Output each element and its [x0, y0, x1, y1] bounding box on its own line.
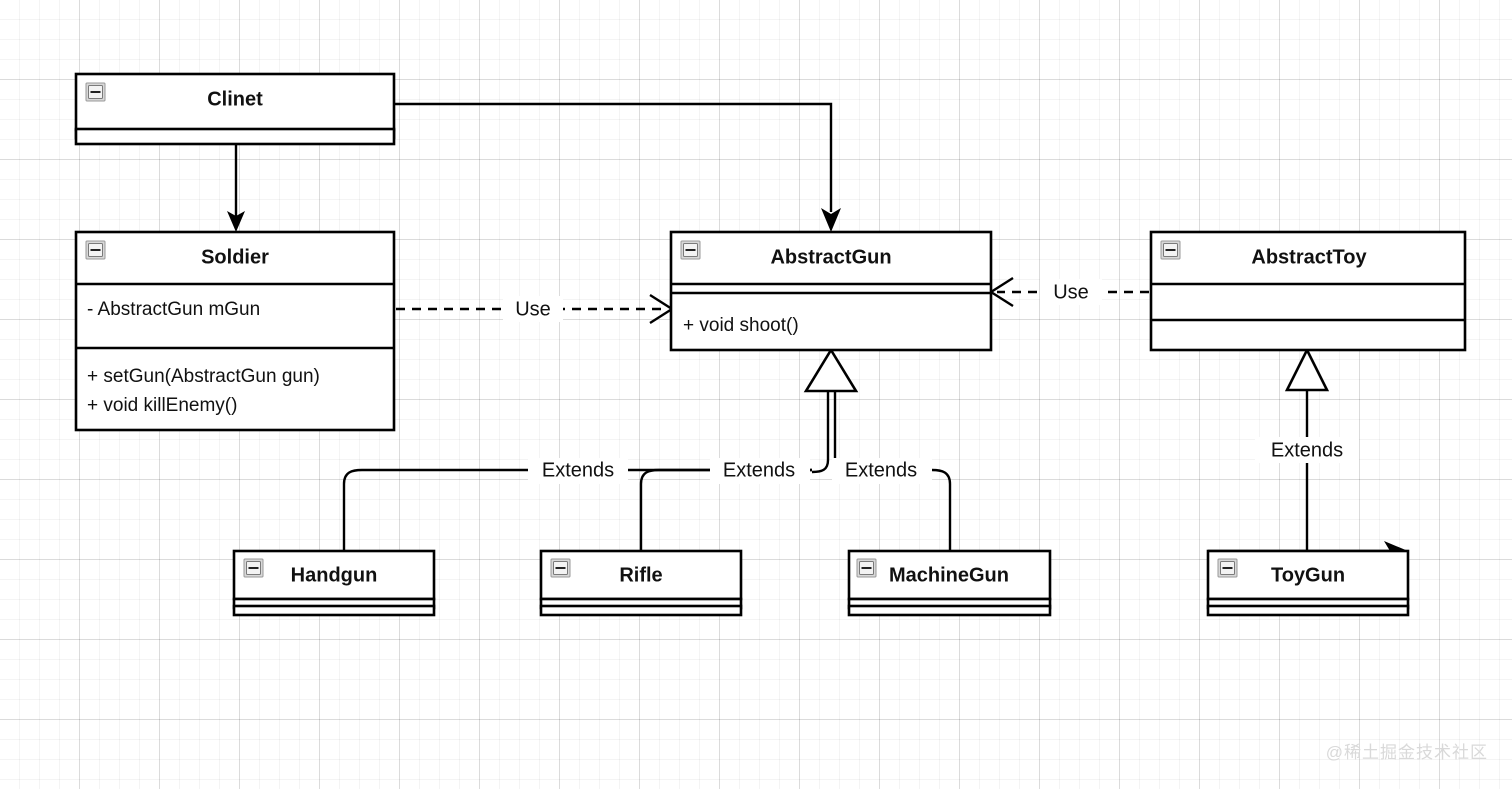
relation-toygun-extends-abstracttoy[interactable]: Extends — [1208, 347, 1408, 561]
class-name-machinegun: MachineGun — [889, 564, 1009, 586]
class-box-soldier-frame — [74, 230, 396, 432]
class-box-toygun-compartment-2 — [1206, 604, 1410, 617]
class-method-soldier-1: + void killEnemy() — [87, 395, 237, 416]
class-box-handgun-compartment-2 — [232, 604, 436, 617]
collapse-minus-icon[interactable] — [85, 240, 106, 260]
relation-label-use-left: Use — [515, 298, 551, 320]
collapse-minus-icon[interactable] — [550, 558, 571, 578]
class-box-rifle-compartment-2 — [539, 604, 743, 617]
class-box-abstracttoy-frame — [1149, 230, 1467, 352]
class-method-soldier-0: + setGun(AbstractGun gun) — [87, 366, 320, 387]
class-box-toygun[interactable]: ToyGun — [1206, 549, 1410, 617]
relation-clinet-abstractgun[interactable] — [394, 102, 841, 232]
class-box-handgun[interactable]: Handgun — [232, 549, 436, 617]
collapse-minus-icon[interactable] — [243, 558, 264, 578]
collapse-minus-icon[interactable] — [680, 240, 701, 260]
class-box-abstractgun[interactable]: AbstractGun + void shoot() — [669, 230, 993, 352]
class-box-handgun-frame — [232, 549, 436, 601]
collapse-minus-icon[interactable] — [85, 82, 106, 102]
class-method-abstractgun-0: + void shoot() — [683, 315, 799, 336]
relation-label-extends-machinegun: Extends — [845, 459, 917, 481]
class-name-rifle: Rifle — [619, 564, 662, 586]
class-box-clinet-compartment-2 — [74, 127, 396, 146]
relation-soldier-use-abstractgun[interactable]: Use — [396, 293, 675, 325]
class-box-machinegun[interactable]: MachineGun — [847, 549, 1052, 617]
class-box-toygun-frame — [1206, 549, 1410, 601]
class-box-soldier[interactable]: Soldier - AbstractGun mGun + setGun(Abst… — [74, 230, 396, 432]
class-box-machinegun-compartment-2 — [847, 604, 1052, 617]
class-name-abstractgun: AbstractGun — [770, 246, 891, 268]
class-box-abstracttoy[interactable]: AbstractToy — [1149, 230, 1467, 352]
class-name-handgun: Handgun — [291, 564, 378, 586]
relation-label-extends-toygun: Extends — [1271, 439, 1343, 461]
class-box-clinet[interactable]: Clinet — [74, 72, 396, 146]
class-box-rifle[interactable]: Rifle — [539, 549, 743, 617]
watermark: @稀土掘金技术社区 — [1325, 743, 1488, 762]
collapse-minus-icon[interactable] — [856, 558, 877, 578]
relation-clinet-soldier[interactable] — [227, 138, 245, 232]
class-box-rifle-frame — [539, 549, 743, 601]
class-box-clinet-frame — [74, 72, 396, 132]
class-box-machinegun-frame — [847, 549, 1052, 601]
collapse-minus-icon[interactable] — [1160, 240, 1181, 260]
relation-label-use-right: Use — [1053, 281, 1089, 303]
relation-label-extends-handgun: Extends — [542, 459, 614, 481]
class-name-abstracttoy: AbstractToy — [1251, 246, 1367, 268]
class-box-abstractgun-frame — [669, 230, 993, 352]
relation-label-extends-rifle: Extends — [723, 459, 795, 481]
collapse-minus-icon[interactable] — [1217, 558, 1238, 578]
class-name-soldier: Soldier — [201, 246, 269, 268]
class-name-toygun: ToyGun — [1271, 564, 1345, 586]
relation-generalization-abstractgun[interactable]: Extends Extends Extends — [342, 347, 952, 551]
relation-abstracttoy-use-abstractgun[interactable]: Use — [988, 276, 1149, 308]
class-attribute-soldier-0: - AbstractGun mGun — [87, 299, 260, 320]
class-name-clinet: Clinet — [207, 88, 263, 110]
